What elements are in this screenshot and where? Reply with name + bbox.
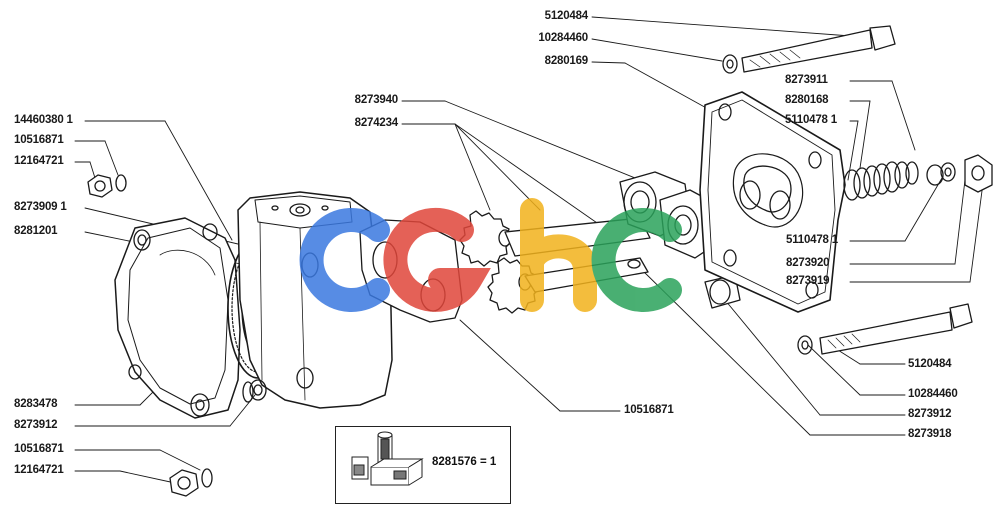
pump-housing: [237, 191, 393, 409]
label-8273912-left: 8273912: [14, 419, 58, 431]
repair-kit-icon: [351, 431, 424, 486]
label-5110478-lower: 5110478 1: [786, 234, 838, 246]
label-8281201: 8281201: [14, 225, 58, 237]
label-5120484-top: 5120484: [544, 10, 589, 22]
label-14460380: 14460380 1: [14, 114, 73, 126]
label-5110478-upper: 5110478 1: [785, 114, 837, 126]
label-8273920: 8273920: [786, 257, 830, 269]
label-12164721-lower: 12164721: [14, 464, 64, 476]
bottom-bolt: [797, 303, 973, 355]
label-8273911: 8273911: [785, 74, 828, 86]
label-8273912-right: 8273912: [908, 408, 952, 420]
watermark: [299, 198, 682, 312]
label-10516871-center: 10516871: [624, 404, 674, 416]
nuts-left: [87, 174, 213, 497]
end-cover: [114, 217, 241, 419]
label-8274234: 8274234: [354, 117, 399, 129]
label-8273919: 8273919: [786, 275, 830, 287]
label-10516871-lower: 10516871: [14, 443, 64, 455]
label-8273940: 8273940: [354, 94, 399, 106]
label-8280169: 8280169: [544, 55, 589, 67]
label-10516871-upper: 10516871: [14, 134, 64, 146]
repair-kit-box: 8281576 = 1: [335, 426, 511, 504]
top-bolt: [722, 25, 896, 74]
label-10284460-top: 10284460: [538, 32, 588, 44]
label-10284460-bottom: 10284460: [908, 388, 958, 400]
label-12164721-upper: 12164721: [14, 155, 64, 167]
label-8273918: 8273918: [908, 428, 952, 440]
repair-kit-part-number: 8281576 = 1: [432, 456, 497, 468]
label-8283478: 8283478: [14, 398, 58, 410]
label-8280168: 8280168: [785, 94, 829, 106]
label-8273909: 8273909 1: [14, 201, 67, 213]
relief-valve: [843, 154, 993, 201]
flange-plate: [699, 91, 846, 313]
dowel-pins: [242, 259, 641, 403]
label-5120484-bottom: 5120484: [908, 358, 952, 370]
